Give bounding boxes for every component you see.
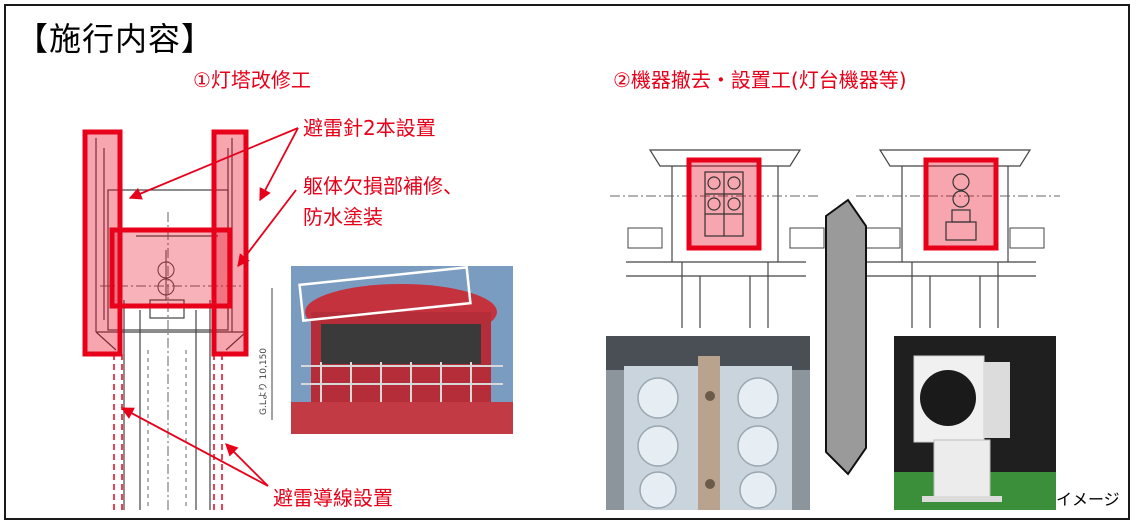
dimension-text: G.Lより 10,150 — [258, 348, 269, 415]
outer-frame — [4, 4, 1130, 520]
rod-highlight-left — [82, 129, 123, 357]
label-lightning-rods: 避雷針2本設置 — [303, 116, 436, 140]
label-down-conductor: 避雷導線設置 — [273, 486, 393, 510]
new-equipment-highlight — [923, 157, 999, 251]
image-note: イメージ — [1056, 490, 1120, 509]
label-repair-line1: 躯体欠損部補修、 — [303, 174, 463, 198]
label-repair-line2: 防水塗装 — [303, 205, 383, 229]
page-title: 【施行内容】 — [16, 20, 215, 58]
rod-highlight-right — [211, 129, 249, 357]
old-equipment-photo — [606, 336, 810, 510]
transition-arrow — [825, 198, 867, 476]
left-section-heading: ①灯塔改修工 — [193, 68, 311, 92]
lantern-photo — [291, 266, 513, 434]
right-section-heading: ②機器撤去・設置工(灯台機器等) — [613, 68, 907, 92]
repair-highlight — [109, 227, 233, 309]
new-equipment-photo — [894, 336, 1056, 510]
